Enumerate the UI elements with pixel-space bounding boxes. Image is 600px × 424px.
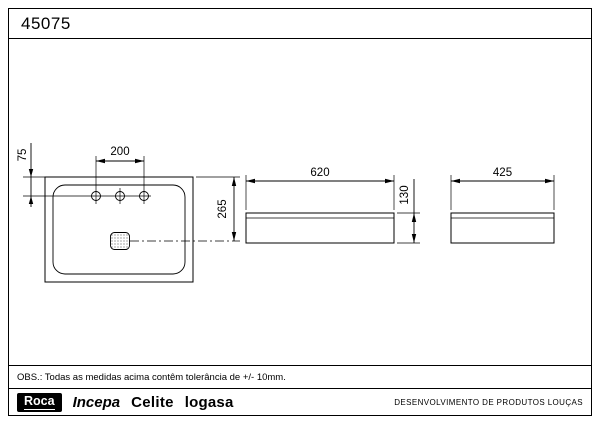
observations-row: OBS.: Todas as medidas acima contêm tole… [9, 365, 591, 389]
dim-75-arrow-top [28, 169, 34, 177]
drawing-area: 200 75 265 [9, 39, 591, 365]
roca-logo: Roca [17, 392, 62, 412]
side-view-outline [450, 212, 555, 244]
logasa-logo: logasa [184, 393, 234, 411]
tolerance-note: OBS.: Todas as medidas acima contêm tole… [17, 371, 286, 383]
spec-sheet-page: 45075 [8, 8, 592, 416]
drain-outlet [110, 232, 130, 250]
dim-130-arrow-top [411, 213, 417, 222]
top-view [23, 156, 240, 283]
top-view-outline [44, 176, 194, 283]
dim-75-arrow-bottom [28, 196, 34, 204]
dim-130-label: 130 [399, 185, 411, 204]
roca-logo-text: Roca [24, 393, 55, 410]
celite-logo: Celite [131, 393, 174, 411]
dim-620-arrow-left [246, 178, 255, 184]
dim-265-arrow-bottom [231, 232, 237, 241]
dim-425-arrow-left [451, 178, 460, 184]
title-bar: 45075 [9, 9, 591, 39]
dimension-265: 265 [196, 176, 240, 241]
side-view: 425 [450, 167, 555, 244]
dim-265-label: 265 [217, 199, 229, 218]
technical-drawing: 200 75 265 [17, 143, 555, 283]
dim-265-arrow-top [231, 177, 237, 186]
dim-425-arrow-right [545, 178, 554, 184]
dim-130-arrow-bottom [411, 234, 417, 243]
basin-rim-outline [52, 184, 186, 275]
dim-620-arrow-right [385, 178, 394, 184]
dim-75-label: 75 [17, 149, 29, 162]
front-view-outline [245, 212, 395, 244]
front-view: 620 130 [245, 167, 420, 244]
dim-200-arrow-right [135, 158, 144, 164]
dim-425-label: 425 [493, 167, 512, 179]
footer: Roca Incepa Celite logasa DESENVOLVIMENT… [9, 389, 591, 415]
dim-200-label: 200 [110, 146, 129, 158]
product-code: 45075 [21, 13, 71, 33]
dimension-200: 200 [96, 146, 144, 164]
department-text: DESENVOLVIMENTO DE PRODUTOS LOUÇAS [394, 397, 583, 407]
dimension-75: 75 [17, 143, 34, 207]
incepa-logo: Incepa [72, 393, 121, 411]
dim-200-arrow-left [96, 158, 105, 164]
dim-620-label: 620 [310, 167, 329, 179]
